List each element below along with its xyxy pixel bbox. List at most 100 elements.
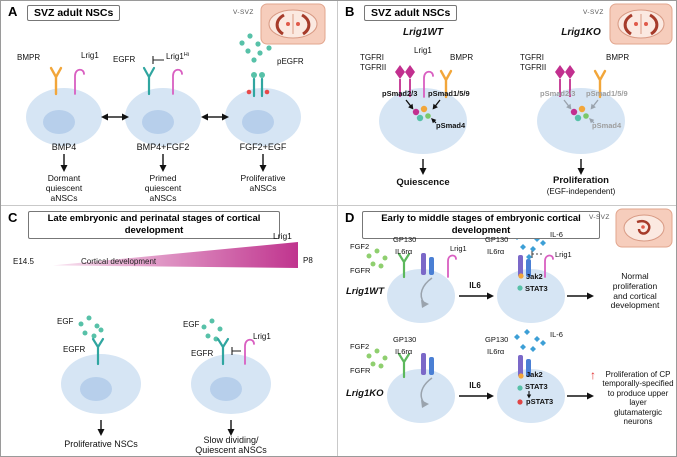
psmad23-label: pSmad2/3 — [540, 89, 576, 98]
cell-ko-right — [497, 369, 565, 423]
state-transition-arrowheads — [101, 113, 229, 121]
stat3-dot — [517, 285, 523, 291]
il6-label: IL-6 — [550, 330, 563, 339]
egfr-label: EGFR — [113, 55, 136, 64]
pstat3-label: pSTAT3 — [526, 397, 554, 406]
lrig1-label: Lrig1 — [81, 51, 99, 60]
down-arrowheads — [97, 429, 235, 436]
outcome-slow-dividing-label: Slow dividing/ Quiescent aNSCs — [195, 435, 267, 455]
brain-inset-icon — [260, 3, 326, 45]
nsc-cell-wt — [379, 88, 467, 154]
signal-arrow — [563, 99, 572, 110]
gp130-receptor-icon — [518, 255, 523, 277]
brain-inset-icon — [609, 3, 673, 45]
egf-label: EGF — [183, 320, 200, 329]
signal-arrow — [432, 99, 441, 110]
fgfr-label: FGFR — [350, 266, 371, 275]
fgfr-receptor-icon — [397, 252, 411, 279]
down-arrows — [100, 420, 232, 430]
panel-a-letter: A — [8, 4, 18, 19]
stat3-activation-arrow — [526, 391, 532, 399]
egfr-receptor-icon — [142, 66, 156, 96]
panel-b-letter: B — [345, 4, 355, 19]
gp130-receptor-icon — [518, 355, 523, 377]
panel-d-letter: D — [345, 210, 355, 225]
il6-arrow — [459, 392, 494, 400]
ligand-fgf2-egf-label: FGF2+EGF — [239, 142, 287, 152]
panel-b-graphics — [379, 3, 673, 175]
bmpr-receptor-icon — [49, 66, 63, 96]
outcome-cp-proliferation-label: Proliferation of CP temporally-specified… — [602, 370, 674, 427]
signal-arrow — [405, 99, 414, 110]
jak2-dot — [518, 373, 524, 379]
outcome-dormant-label: Dormant quiescent aNSCs — [45, 173, 83, 203]
bmpr-receptor-icon — [593, 69, 607, 99]
psmad23-label: pSmad2/3 — [382, 89, 418, 98]
psmad-complex-dots — [412, 105, 431, 122]
outcome-normal-label: Normal proliferation and cortical develo… — [610, 271, 660, 311]
lrig1-receptor-icon — [244, 338, 255, 365]
stat3-label: STAT3 — [525, 284, 548, 293]
panel-d-title: Early to middle stages of embryonic cort… — [362, 211, 600, 239]
gp130-label: GP130 — [393, 335, 417, 344]
tgfr-receptor-icons — [555, 65, 575, 97]
fgf2-ligand-dots — [366, 248, 388, 269]
bmpr-label: BMPR — [606, 53, 630, 62]
il6ra-label: IL6rα — [395, 247, 413, 256]
stat3-label: STAT3 — [525, 382, 548, 391]
nsc-cell-proliferative — [225, 88, 301, 146]
tgfr-label: TGFRI TGFRII — [360, 53, 387, 72]
nsc-cell-dormant — [26, 88, 102, 146]
gp130-label: GP130 — [393, 235, 417, 244]
panel-a: A SVZ adult NSCs V-SVZ BMPR Lrig1 EGFR L… — [1, 1, 338, 206]
egfr-label: EGFR — [191, 349, 214, 358]
lrig1-receptor-icon — [172, 68, 183, 95]
fgf2-ligand-dots — [366, 348, 388, 369]
il6ra-label: IL6rα — [487, 347, 505, 356]
panel-b-title: SVZ adult NSCs — [364, 5, 458, 21]
cortical-development-label: Cortical development — [81, 257, 157, 266]
genotype-wt-label: Lrig1WT — [403, 27, 443, 38]
lrig1-label: Lrig1 — [253, 332, 271, 341]
il6-arrow-label: IL6 — [469, 381, 481, 390]
lrig1-receptor-icon — [74, 68, 85, 95]
lrig1-receptor-icon — [423, 70, 434, 98]
bmpr-label: BMPR — [450, 53, 474, 62]
lrig1-receptor-icon — [447, 254, 457, 278]
il6ra-label: IL6rα — [395, 347, 413, 356]
nsc-cell-left — [61, 354, 141, 414]
gp130-receptor-icon — [421, 353, 426, 375]
panel-a-title: SVZ adult NSCs — [27, 5, 121, 21]
lrig1hi-label: Lrig1Hi — [166, 52, 189, 61]
panel-a-graphics — [26, 3, 326, 172]
outcome-quiescence-label: Quiescence — [396, 177, 450, 188]
inhibition-tbar-icon — [152, 56, 164, 64]
jak2-dot — [518, 273, 524, 279]
jak2-label: Jak2 — [526, 370, 543, 379]
tgfr-label: TGFRI TGFRII — [520, 53, 547, 72]
vsvz-label: V-SVZ — [583, 9, 604, 16]
outcome-proliferative-label: Proliferative aNSCs — [240, 173, 286, 193]
stage-e145-label: E14.5 — [13, 257, 34, 266]
ligand-bmp4-fgf2-label: BMP4+FGF2 — [136, 142, 190, 152]
egfr-label: EGFR — [63, 345, 86, 354]
psmad-complex-dots — [570, 105, 589, 122]
il6-arrow-label: IL6 — [469, 281, 481, 290]
stat3-dot — [517, 385, 523, 391]
bmpr-receptor-icon — [439, 69, 453, 99]
lrig1-label: Lrig1 — [273, 231, 292, 241]
jak2-label: Jak2 — [526, 272, 543, 281]
pegfr-label: pEGFR — [277, 57, 304, 66]
inhibition-tbar-icon — [531, 250, 542, 258]
psmad4-label: pSmad4 — [592, 121, 622, 130]
egf-ligand-dots — [78, 315, 104, 339]
psmad4-label: pSmad4 — [436, 121, 466, 130]
down-arrows — [63, 154, 264, 166]
signal-arrow — [431, 118, 437, 124]
il6-arrow — [459, 292, 494, 300]
outcome-primed-label: Primed quiescent aNSCs — [144, 173, 182, 203]
ligand-bmp4-label: BMP4 — [51, 142, 77, 152]
egf-ligand-dots — [201, 318, 223, 342]
il6ra-receptor-icon — [429, 357, 434, 375]
